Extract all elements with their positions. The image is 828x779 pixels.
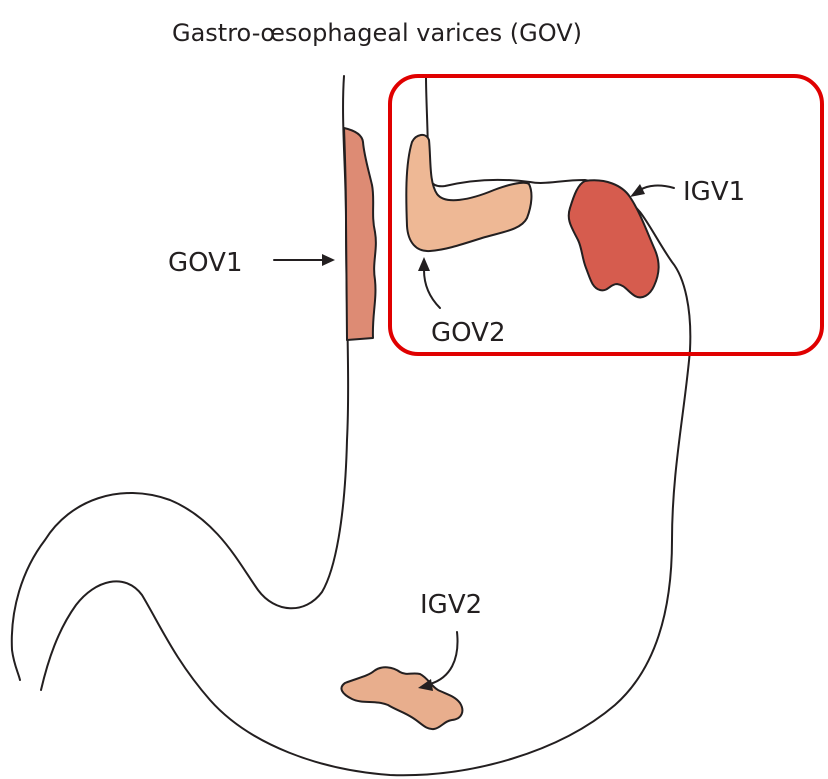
igv1-label: IGV1	[683, 177, 745, 207]
igv2-label: IGV2	[420, 590, 482, 620]
diagram-title: Gastro-œsophageal varices (GOV)	[172, 19, 582, 47]
igv1-varix	[569, 180, 659, 297]
gov2-label: GOV2	[431, 318, 505, 348]
gov2-varix	[406, 135, 531, 251]
igv2-arrow-shaft	[430, 632, 458, 684]
gov1-arrowhead-icon	[322, 254, 335, 266]
gov1-label: GOV1	[168, 248, 242, 278]
igv1-arrowhead-icon	[630, 184, 645, 197]
gov1-varix	[344, 128, 376, 340]
gov2-arrowhead-icon	[418, 257, 430, 271]
gov2-arrow-shaft	[424, 270, 440, 308]
igv1-arrow-shaft	[640, 186, 674, 190]
